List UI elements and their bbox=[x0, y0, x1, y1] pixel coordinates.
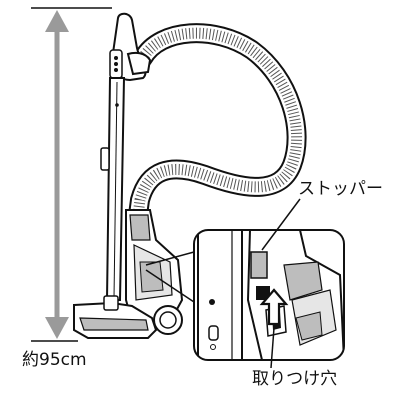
attach-arrow bbox=[259, 288, 289, 326]
extension-pipe bbox=[100, 77, 126, 301]
callout-lines bbox=[145, 251, 195, 303]
detail-panel bbox=[193, 229, 345, 361]
canister-body bbox=[121, 209, 184, 335]
attach-socket bbox=[256, 286, 270, 300]
height-label: 約95cm bbox=[22, 350, 87, 370]
leader-lines bbox=[261, 198, 301, 369]
stopper-part bbox=[250, 251, 268, 279]
hose bbox=[128, 23, 307, 225]
height-dimension bbox=[31, 7, 112, 342]
stopper-label: ストッパー bbox=[298, 179, 383, 199]
attach-hole-label: 取りつけ穴 bbox=[252, 369, 338, 389]
floor-nozzle bbox=[73, 295, 158, 339]
